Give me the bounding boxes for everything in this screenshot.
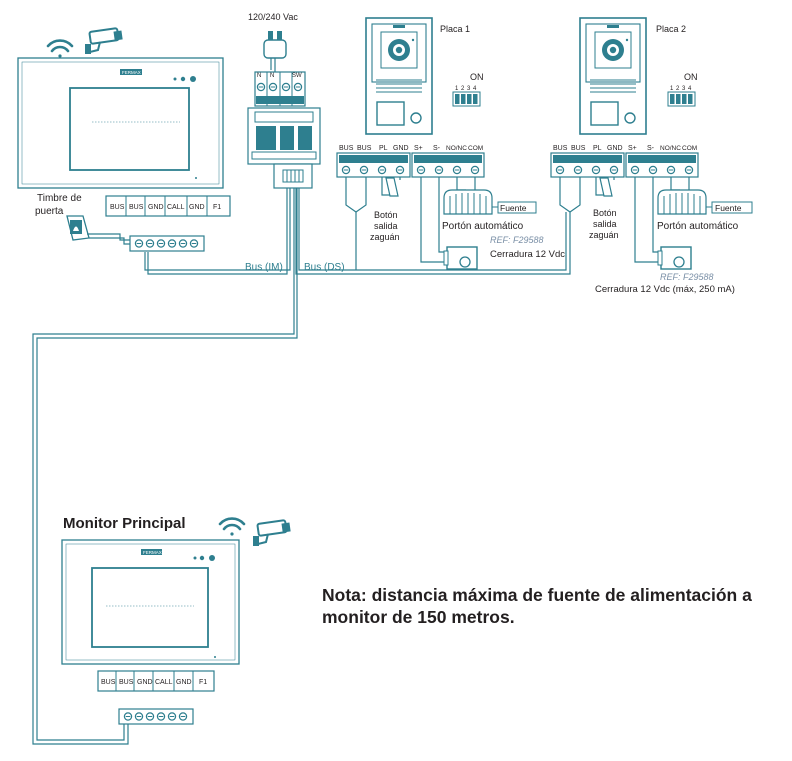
camera-icon xyxy=(85,27,123,54)
power-terminal-n2: N xyxy=(270,73,274,79)
bus-wires xyxy=(32,170,571,745)
p2-term-splus: S+ xyxy=(628,145,637,152)
monitor-1-brand: FERMAX xyxy=(122,70,141,75)
p1-term-sminus: S- xyxy=(433,145,441,152)
m1-term-bus2: BUS xyxy=(129,204,144,211)
main-monitor-title: Monitor Principal xyxy=(63,515,186,532)
wifi-icon xyxy=(46,39,74,58)
panel-2-title: Placa 2 xyxy=(656,24,686,34)
m2-term-gnd1: GND xyxy=(137,679,153,686)
power-terminal-sw: SW xyxy=(292,73,302,79)
exit-button-2-l2: salida xyxy=(593,219,617,229)
exit-button-2-l3: zaguán xyxy=(589,230,619,240)
p1-term-pl: PL xyxy=(379,145,388,152)
doorbell-label-2: puerta xyxy=(35,206,64,217)
p1-term-com: COM xyxy=(468,145,483,152)
monitor-1-terminals xyxy=(105,195,231,217)
exit-button-1-l2: salida xyxy=(374,221,398,231)
exit-button-1-icon xyxy=(385,177,399,197)
p1-term-bus2: BUS xyxy=(357,145,372,152)
p2-term-sminus: S- xyxy=(647,145,655,152)
monitor-1-screw-row xyxy=(129,235,205,252)
bus-im-label: Bus (IM) xyxy=(245,262,283,273)
door-panel-2 xyxy=(579,17,647,135)
dip1-num-2: 2 xyxy=(461,86,465,92)
dip1-num-1: 1 xyxy=(455,86,459,92)
p1-term-nonc: NO/NC xyxy=(446,145,467,152)
m1-term-call: CALL xyxy=(167,204,185,211)
gate-motor-2-icon xyxy=(657,189,753,215)
power-label: 120/240 Vac xyxy=(248,12,298,22)
bus-ds-label: Bus (DS) xyxy=(304,262,345,273)
exit-button-2-l1: Botón xyxy=(593,208,617,218)
main-monitor-terminals xyxy=(97,670,215,692)
p2-term-nonc: NO/NC xyxy=(660,145,681,152)
m2-term-gnd2: GND xyxy=(176,679,192,686)
doorbell-label-1: Timbre de xyxy=(37,193,82,204)
wifi-icon-main xyxy=(218,517,246,536)
p2-term-pl: PL xyxy=(593,145,602,152)
p2-term-bus2: BUS xyxy=(571,145,586,152)
m2-term-call: CALL xyxy=(155,679,173,686)
p2-term-gnd: GND xyxy=(607,145,623,152)
gate-motor-1-icon xyxy=(443,189,537,215)
dip1-num-4: 4 xyxy=(473,86,477,92)
m1-term-gnd1: GND xyxy=(148,204,164,211)
m1-term-bus1: BUS xyxy=(110,204,125,211)
m2-term-bus2: BUS xyxy=(119,679,134,686)
panel-1-terminal-block xyxy=(336,152,485,178)
panel-2-terminal-block xyxy=(550,152,699,178)
lock-1-ref: REF: F29588 xyxy=(490,235,544,245)
exit-button-1-l1: Botón xyxy=(374,210,398,220)
panel-1-title: Placa 1 xyxy=(440,24,470,34)
lock-2-label: Cerradura 12 Vdc (máx, 250 mA) xyxy=(595,284,735,295)
monitor-1 xyxy=(17,57,224,189)
main-monitor xyxy=(61,539,240,665)
p2-term-bus1: BUS xyxy=(553,145,568,152)
gate-1-label: Portón automático xyxy=(442,221,524,232)
main-monitor-screw-row xyxy=(118,708,194,725)
lock-1-label: Cerradura 12 Vdc xyxy=(490,249,565,260)
p1-term-splus: S+ xyxy=(414,145,423,152)
panel-1-dip-switch: 1 2 3 4 xyxy=(452,86,481,107)
distance-note: Nota: distancia máxima de fuente de alim… xyxy=(322,585,752,627)
m2-term-f1: F1 xyxy=(199,679,207,686)
door-panel-1 xyxy=(365,17,433,135)
panel-1-dip-on: ON xyxy=(470,72,484,82)
gate-2-power: Fuente xyxy=(715,203,742,213)
lock-2-icon xyxy=(657,246,692,270)
gate-2-label: Portón automático xyxy=(657,221,739,232)
doorbell-icon xyxy=(66,215,130,245)
m1-term-gnd2: GND xyxy=(189,204,205,211)
m1-term-f1: F1 xyxy=(213,204,221,211)
main-monitor-brand: FERMAX xyxy=(143,550,162,555)
gate-1-power: Fuente xyxy=(500,203,527,213)
plug-icon xyxy=(263,39,287,59)
power-supply xyxy=(247,31,321,189)
dip1-num-3: 3 xyxy=(467,86,471,92)
lock-2-ref: REF: F29588 xyxy=(660,272,714,282)
power-terminal-n1: N xyxy=(257,73,261,79)
p1-term-bus1: BUS xyxy=(339,145,354,152)
panel-2-dip-switch: 1 2 3 4 xyxy=(667,86,696,107)
p1-term-gnd: GND xyxy=(393,145,409,152)
dip2-num-1: 1 xyxy=(670,86,674,92)
dip2-num-3: 3 xyxy=(682,86,686,92)
m2-term-bus1: BUS xyxy=(101,679,116,686)
panel-2-dip-on: ON xyxy=(684,72,698,82)
camera-icon-main xyxy=(253,519,291,546)
exit-button-2-icon xyxy=(599,177,613,197)
p2-term-com: COM xyxy=(682,145,697,152)
dip2-num-2: 2 xyxy=(676,86,680,92)
exit-button-1-l3: zaguán xyxy=(370,232,400,242)
dip2-num-4: 4 xyxy=(688,86,692,92)
lock-1-icon xyxy=(443,246,478,270)
